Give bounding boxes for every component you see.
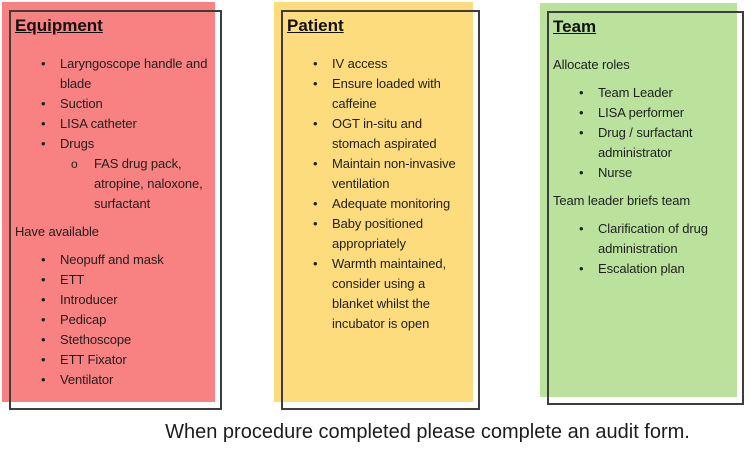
list-item: • Suction (15, 94, 209, 114)
list-item-text: Nurse (598, 165, 633, 180)
list-item-text: Team Leader (598, 85, 673, 100)
patient-card-fill (274, 2, 473, 402)
list-heading: Have available (15, 224, 99, 239)
bullet-icon: • (579, 261, 584, 276)
list-item-text: Laryngoscope handle and blade (60, 56, 208, 91)
circle-bullet-icon: o (71, 157, 78, 171)
bullet-icon: • (313, 196, 318, 211)
bullet-icon: • (41, 312, 46, 327)
list-item-text: ETT (60, 272, 85, 287)
list-item-text: Stethoscope (60, 332, 132, 347)
list-item-text: Ventilator (60, 372, 114, 387)
bullet-icon: • (41, 352, 46, 367)
list-item-text: Maintain non-invasive ventilation (332, 156, 456, 191)
list-item: • Drugs (15, 134, 209, 154)
bullet-icon: • (41, 96, 46, 111)
list-item-text: Warmth maintained, consider using a blan… (332, 256, 447, 331)
list-item-text: Adequate monitoring (332, 196, 451, 211)
equipment-item-list: • Laryngoscope handle and blade • Suction • L… (15, 54, 209, 390)
list-item-text: LISA performer (598, 105, 685, 120)
bullet-icon: • (579, 221, 584, 236)
equipment-title: Equipment (15, 16, 103, 35)
bullet-icon: • (579, 85, 584, 100)
bullet-icon: • (41, 372, 46, 387)
team-card-fill (540, 3, 737, 397)
list-item: • Laryngoscope handle and blade (15, 54, 209, 94)
list-item: • ETT (15, 270, 209, 290)
list-item-text: Pedicap (60, 312, 107, 327)
list-item-text: Drug / surfactant administrator (598, 125, 693, 160)
bullet-icon: • (41, 252, 46, 267)
list-item-text: Baby positioned appropriately (332, 216, 424, 251)
bullet-icon: • (41, 272, 46, 287)
list-item: • Maintain non-invasive ventilation (287, 154, 467, 194)
list-item: • Team Leader (553, 83, 731, 103)
patient-card-content: Patient • IV access • Ensure loaded with ca… (287, 16, 467, 334)
bullet-icon: • (313, 256, 318, 271)
list-item: • LISA performer (553, 103, 731, 123)
list-item-text: Ensure loaded with caffeine (332, 76, 441, 111)
list-item: • Neopuff and mask (15, 250, 209, 270)
list-item-text: Neopuff and mask (60, 252, 164, 267)
equipment-card-fill (2, 2, 215, 402)
bullet-icon: • (41, 292, 46, 307)
bullet-icon: • (41, 56, 46, 71)
list-item: • IV access (287, 54, 467, 74)
list-item-text: ETT Fixator (60, 352, 127, 367)
team-title: Team (553, 17, 597, 36)
list-item: • Ensure loaded with caffeine (287, 74, 467, 114)
bullet-icon: • (579, 105, 584, 120)
list-item: • Nurse (553, 163, 731, 183)
list-item: • Introducer (15, 290, 209, 310)
list-item-text: IV access (332, 56, 388, 71)
bullet-icon: • (579, 125, 584, 140)
list-item: • Ventilator (15, 370, 209, 390)
list-item-text: FAS drug pack, atropine, naloxone, surfa… (94, 156, 203, 211)
list-item-text: OGT in-situ and stomach aspirated (332, 116, 437, 151)
bullet-icon: • (41, 136, 46, 151)
list-item: • ETT Fixator (15, 350, 209, 370)
patient-card: Patient • IV access • Ensure loaded with ca… (274, 2, 480, 410)
bullet-icon: • (41, 116, 46, 131)
patient-item-list: • IV access • Ensure loaded with caffeine • O… (287, 54, 467, 334)
equipment-card-content: Equipment • Laryngoscope handle and blade… (15, 16, 209, 390)
list-item: • Drug / surfactant administrator (553, 123, 731, 163)
team-card-content: Team Allocate roles • Team Leader • LISA per… (553, 17, 731, 279)
bullet-icon: • (313, 156, 318, 171)
bullet-icon: • (313, 216, 318, 231)
list-item: • Pedicap (15, 310, 209, 330)
team-item-list: Allocate roles • Team Leader • LISA performe… (553, 55, 731, 279)
list-item: • Adequate monitoring (287, 194, 467, 214)
list-item-text: Suction (60, 96, 103, 111)
list-item: • Clarification of drug administration (553, 219, 731, 259)
list-item-text: Clarification of drug administration (598, 221, 708, 256)
bullet-icon: • (313, 76, 318, 91)
list-heading: Allocate roles (553, 57, 630, 72)
audit-caption: When procedure completed please complete… (165, 421, 690, 443)
bullet-icon: • (579, 165, 584, 180)
list-item: • LISA catheter (15, 114, 209, 134)
list-item-text: Drugs (60, 136, 95, 151)
bullet-icon: • (313, 116, 318, 131)
list-item: • Baby positioned appropriately (287, 214, 467, 254)
list-item-text: Escalation plan (598, 261, 685, 276)
list-item-text: Introducer (60, 292, 118, 307)
list-heading: Team leader briefs team (553, 193, 691, 208)
equipment-card: Equipment • Laryngoscope handle and blade… (2, 2, 222, 410)
list-item: • Warmth maintained, consider using a bla… (287, 254, 467, 334)
patient-title: Patient (287, 16, 344, 35)
list-item: • Escalation plan (553, 259, 731, 279)
bullet-icon: • (41, 332, 46, 347)
team-card: Team Allocate roles • Team Leader • LISA per… (540, 3, 744, 405)
list-item: • OGT in-situ and stomach aspirated (287, 114, 467, 154)
list-item-text: LISA catheter (60, 116, 137, 131)
list-item: o FAS drug pack, atropine, naloxone, surf… (15, 154, 209, 214)
bullet-icon: • (313, 56, 318, 71)
list-item: • Stethoscope (15, 330, 209, 350)
